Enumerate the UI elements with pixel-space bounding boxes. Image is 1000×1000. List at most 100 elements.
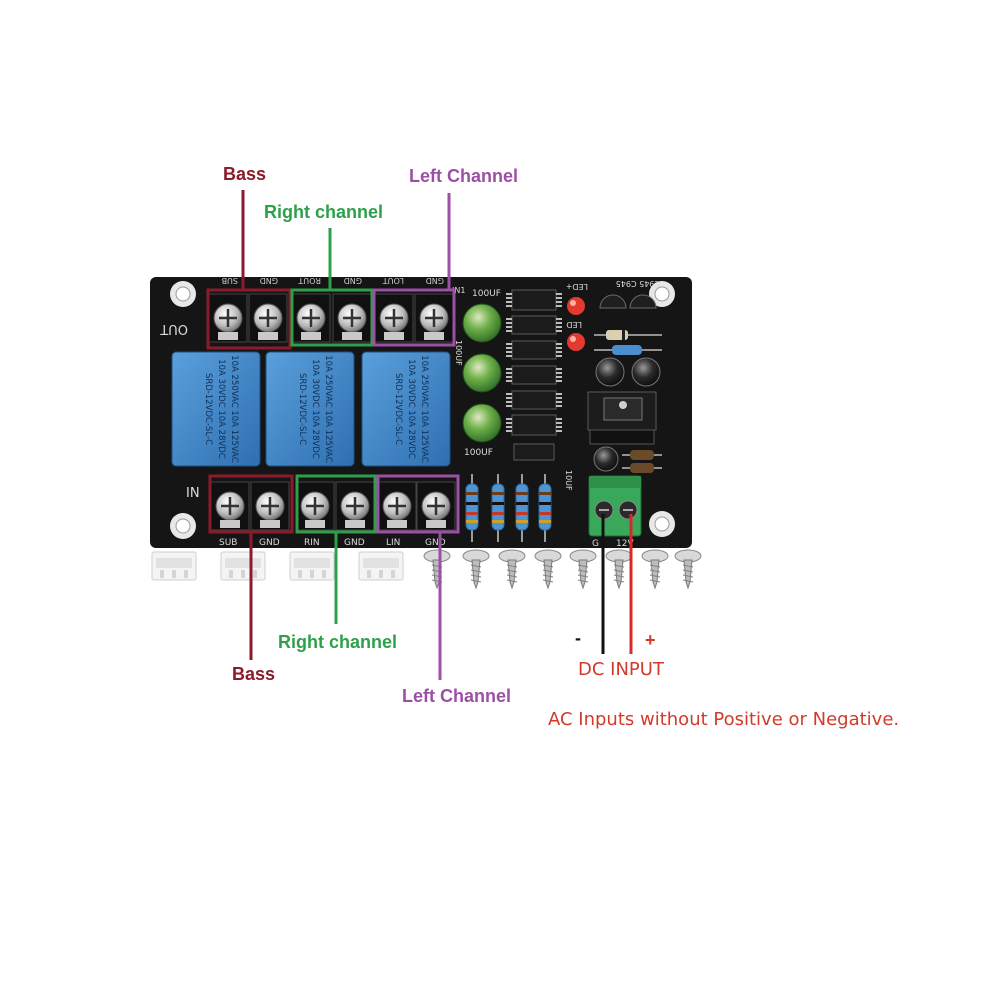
resistor — [538, 474, 552, 542]
screw — [569, 549, 597, 590]
right-top-highlight — [290, 288, 374, 347]
ic-chip — [506, 365, 562, 385]
in-silkscreen: IN — [186, 486, 200, 501]
capacitor — [462, 403, 502, 443]
led-indicator — [567, 297, 585, 315]
resistor — [622, 450, 662, 460]
led-label-bottom: LED — [566, 320, 582, 329]
bass-bottom-label: Bass — [232, 664, 276, 684]
relay-marking: SRD-12VDC-SL-C — [393, 373, 403, 445]
mounting-screws — [423, 549, 702, 590]
mounting-hole — [170, 513, 196, 539]
top-screw-terminals — [208, 293, 454, 343]
dc-minus-label: - — [575, 628, 581, 648]
white-connector — [220, 551, 266, 581]
screw-terminal — [374, 293, 414, 343]
mounting-hole — [649, 281, 675, 307]
terminal-label: SUB — [219, 538, 237, 548]
power-pin-12v: 12V — [616, 539, 634, 549]
diode — [594, 330, 662, 340]
resistor — [594, 345, 662, 355]
left-channel-top-label: Left Channel — [409, 166, 519, 186]
out-silkscreen: OUT — [160, 321, 188, 336]
ic-chip — [506, 289, 562, 311]
left-channel-bottom-label: Left Channel — [402, 686, 512, 706]
transistor — [629, 294, 657, 309]
screw — [462, 549, 490, 590]
cap-label-small: 10UF — [564, 470, 573, 491]
screw-terminal — [208, 293, 248, 343]
led-indicator — [567, 333, 585, 351]
resistor — [491, 474, 505, 542]
white-connector — [289, 551, 335, 581]
left-top-highlight — [372, 288, 456, 347]
terminal-label: GND — [344, 276, 362, 285]
screw — [674, 549, 702, 590]
ic-chips — [506, 289, 562, 461]
capacitor — [593, 446, 619, 472]
bass-top-label: Bass — [223, 164, 267, 184]
screw-terminal — [335, 481, 375, 531]
screw — [498, 549, 526, 590]
screw — [534, 549, 562, 590]
terminal-label: GND — [425, 538, 446, 548]
power-terminal-block — [588, 475, 642, 537]
screw-terminal — [250, 481, 290, 531]
ic-chip — [506, 315, 562, 335]
resistor — [465, 474, 479, 542]
screw-terminal — [210, 481, 250, 531]
screw-terminal — [248, 293, 288, 343]
screw-terminal — [416, 481, 456, 531]
screw — [641, 549, 669, 590]
white-connector — [358, 551, 404, 581]
white-connectors — [151, 551, 404, 581]
bottom-screw-terminals — [210, 481, 456, 531]
ic-chip — [506, 414, 562, 436]
terminal-label: GND — [260, 276, 278, 285]
left-bottom-highlight — [376, 474, 460, 534]
voltage-regulator — [587, 391, 657, 445]
right-channel-bottom-label: Right channel — [278, 632, 398, 652]
capacitor — [631, 357, 661, 387]
right-channel-top-label: Right channel — [264, 202, 384, 222]
screw-terminal — [377, 481, 417, 531]
terminal-label: GND — [259, 538, 280, 548]
cap-label-bottom: 100UF — [464, 448, 493, 458]
led-label-top: LED+ — [566, 282, 588, 291]
terminal-label: SUB — [222, 276, 238, 285]
screw-terminal — [295, 481, 335, 531]
power-pin-g: G — [592, 539, 599, 549]
screw — [605, 549, 633, 590]
dc-plus-label: + — [645, 630, 656, 650]
ac-input-note: AC Inputs without Positive or Negative. — [548, 709, 900, 730]
screw — [423, 549, 451, 590]
transistor — [599, 294, 627, 309]
terminal-label: ROUT — [298, 276, 321, 285]
screw-terminal — [332, 293, 372, 343]
relay-marking: SRD-12VDC-SL-C — [203, 373, 213, 445]
resistor-row — [465, 474, 552, 542]
terminal-label: GND — [426, 276, 444, 285]
cap-label-top: 100UF — [472, 289, 501, 299]
relay-marking: SRD-12VDC-SL-C — [297, 373, 307, 445]
bass-top-highlight — [206, 288, 292, 350]
transistor-label: C945 C945 — [616, 279, 660, 288]
terminal-label: GND — [344, 538, 365, 548]
resistor — [515, 474, 529, 542]
relay-marking: 10A 250VAC 10A 125VAC — [419, 355, 429, 463]
screw-terminal — [414, 293, 454, 343]
relay-marking: 10A 30VDC 10A 28VDC — [216, 359, 226, 459]
capacitor — [462, 353, 502, 393]
capacitor — [462, 303, 502, 343]
mounting-hole — [170, 281, 196, 307]
capacitor — [595, 357, 625, 387]
white-connector — [151, 551, 197, 581]
relay-marking: 10A 250VAC 10A 125VAC — [323, 355, 333, 463]
relay-marking: 10A 30VDC 10A 28VDC — [406, 359, 416, 459]
terminal-label: LIN — [386, 538, 400, 548]
